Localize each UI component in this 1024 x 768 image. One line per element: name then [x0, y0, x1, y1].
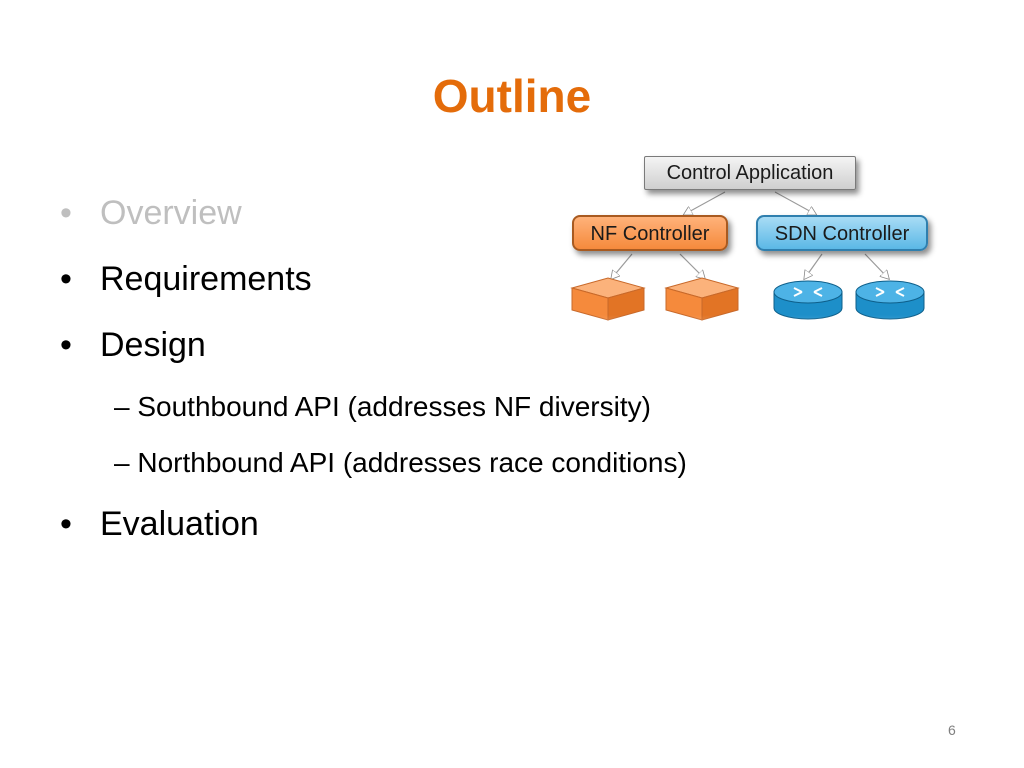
- orange-cube-icon: [664, 277, 740, 321]
- sub-bullet-northbound: – Northbound API (addresses race conditi…: [114, 444, 687, 482]
- arrow-nf-to-device-2: [679, 253, 704, 278]
- arrow-nf-to-device-1: [612, 253, 633, 278]
- page-number: 6: [948, 722, 956, 738]
- nf-controller-box: NF Controller: [572, 215, 728, 251]
- bullet-dot: •: [60, 260, 72, 298]
- bullet-evaluation: • Evaluation: [60, 502, 259, 546]
- reflection-fade: [560, 315, 960, 360]
- sub-bullet-dash: –: [114, 447, 130, 478]
- architecture-diagram: Control Application NF Controller SDN Co…: [560, 150, 960, 360]
- bullet-design: • Design: [60, 323, 206, 367]
- arrow-sdn-to-switch-2: [864, 253, 888, 278]
- arrow-sdn-to-switch-1: [805, 253, 823, 278]
- bullet-requirements: • Requirements: [60, 257, 312, 301]
- sub-bullet-text: Northbound API (addresses race condition…: [137, 447, 687, 478]
- slide-title: Outline: [432, 70, 592, 122]
- bullet-text: Overview: [100, 194, 242, 232]
- diagram-arrows: [570, 190, 925, 321]
- blue-router-icon: [855, 280, 925, 320]
- bullet-text: Design: [100, 326, 206, 364]
- bullet-text: Evaluation: [100, 505, 259, 543]
- sub-bullet-dash: –: [114, 391, 130, 422]
- arrow-app-to-sdn-outline: [774, 191, 815, 214]
- orange-cube-icon: [570, 277, 646, 321]
- bullet-overview: • Overview: [60, 191, 242, 235]
- sub-bullet-text: Southbound API (addresses NF diversity): [137, 391, 651, 422]
- bullet-dot: •: [60, 194, 72, 232]
- blue-router-icon: [773, 280, 843, 320]
- bullet-dot: •: [60, 505, 72, 543]
- sdn-controller-box: SDN Controller: [756, 215, 928, 251]
- bullet-text: Requirements: [100, 260, 312, 298]
- control-application-box: Control Application: [644, 156, 856, 190]
- sub-bullet-southbound: – Southbound API (addresses NF diversity…: [114, 388, 651, 426]
- arrow-app-to-nf-outline: [685, 191, 726, 214]
- bullet-dot: •: [60, 326, 72, 364]
